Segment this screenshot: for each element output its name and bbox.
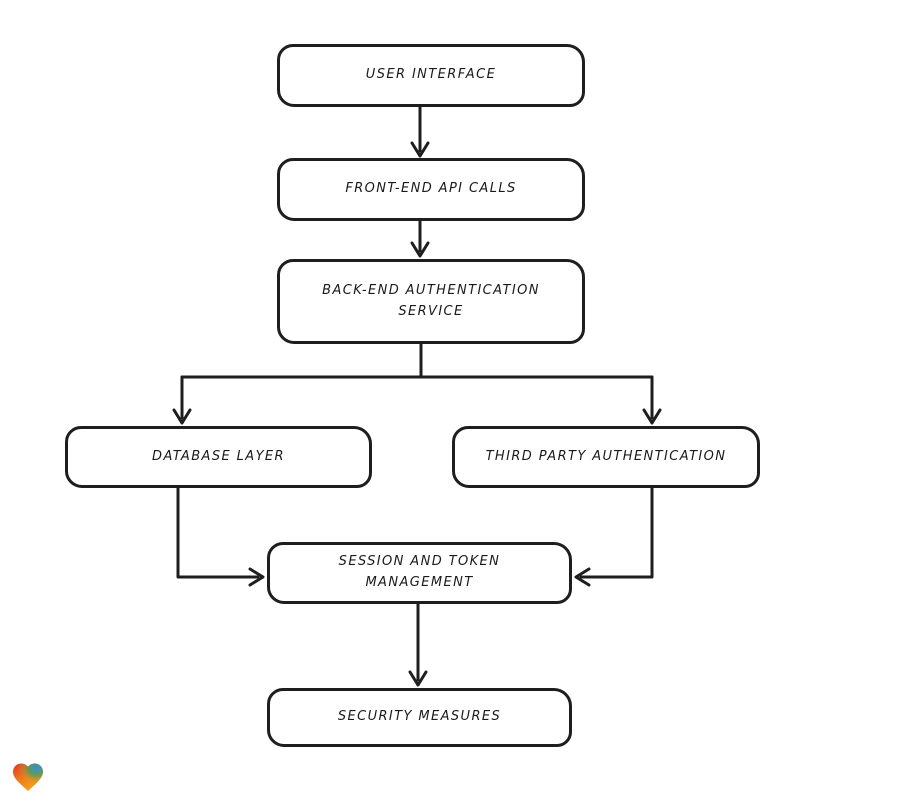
node-database-layer[interactable]: DATABASE LAYER [65,426,372,488]
node-session-and-token-management-label: SESSION AND TOKEN MANAGEMENT [338,554,501,590]
edge-database-to-session [176,486,265,587]
edge-user-interface-to-front-end [410,105,430,158]
node-front-end-api-calls-label: FRONT-END API CALLS [345,181,517,197]
edge-third-party-to-session [574,486,654,587]
node-session-and-token-management[interactable]: SESSION AND TOKEN MANAGEMENT [267,542,572,604]
node-security-measures-label: SECURITY MEASURES [337,709,502,725]
node-database-layer-label: DATABASE LAYER [152,448,285,464]
node-user-interface-label: USER INTERFACE [365,67,497,83]
node-third-party-authentication-label: THIRD PARTY AUTHENTICATION [485,448,727,464]
edge-session-to-security [408,602,428,687]
node-third-party-authentication[interactable]: THIRD PARTY AUTHENTICATION [452,426,760,488]
node-back-end-authentication-service-label: BACK-END AUTHENTICATION SERVICE [322,282,540,319]
edge-back-end-branch [172,342,662,425]
node-front-end-api-calls[interactable]: FRONT-END API CALLS [277,158,585,221]
gradient-heart-logo[interactable] [8,757,48,797]
node-user-interface[interactable]: USER INTERFACE [277,44,585,107]
edge-front-end-to-back-end [410,219,430,258]
node-back-end-authentication-service[interactable]: BACK-END AUTHENTICATION SERVICE [277,259,585,344]
gradient-heart-icon [13,763,43,792]
node-security-measures[interactable]: SECURITY MEASURES [267,688,572,747]
